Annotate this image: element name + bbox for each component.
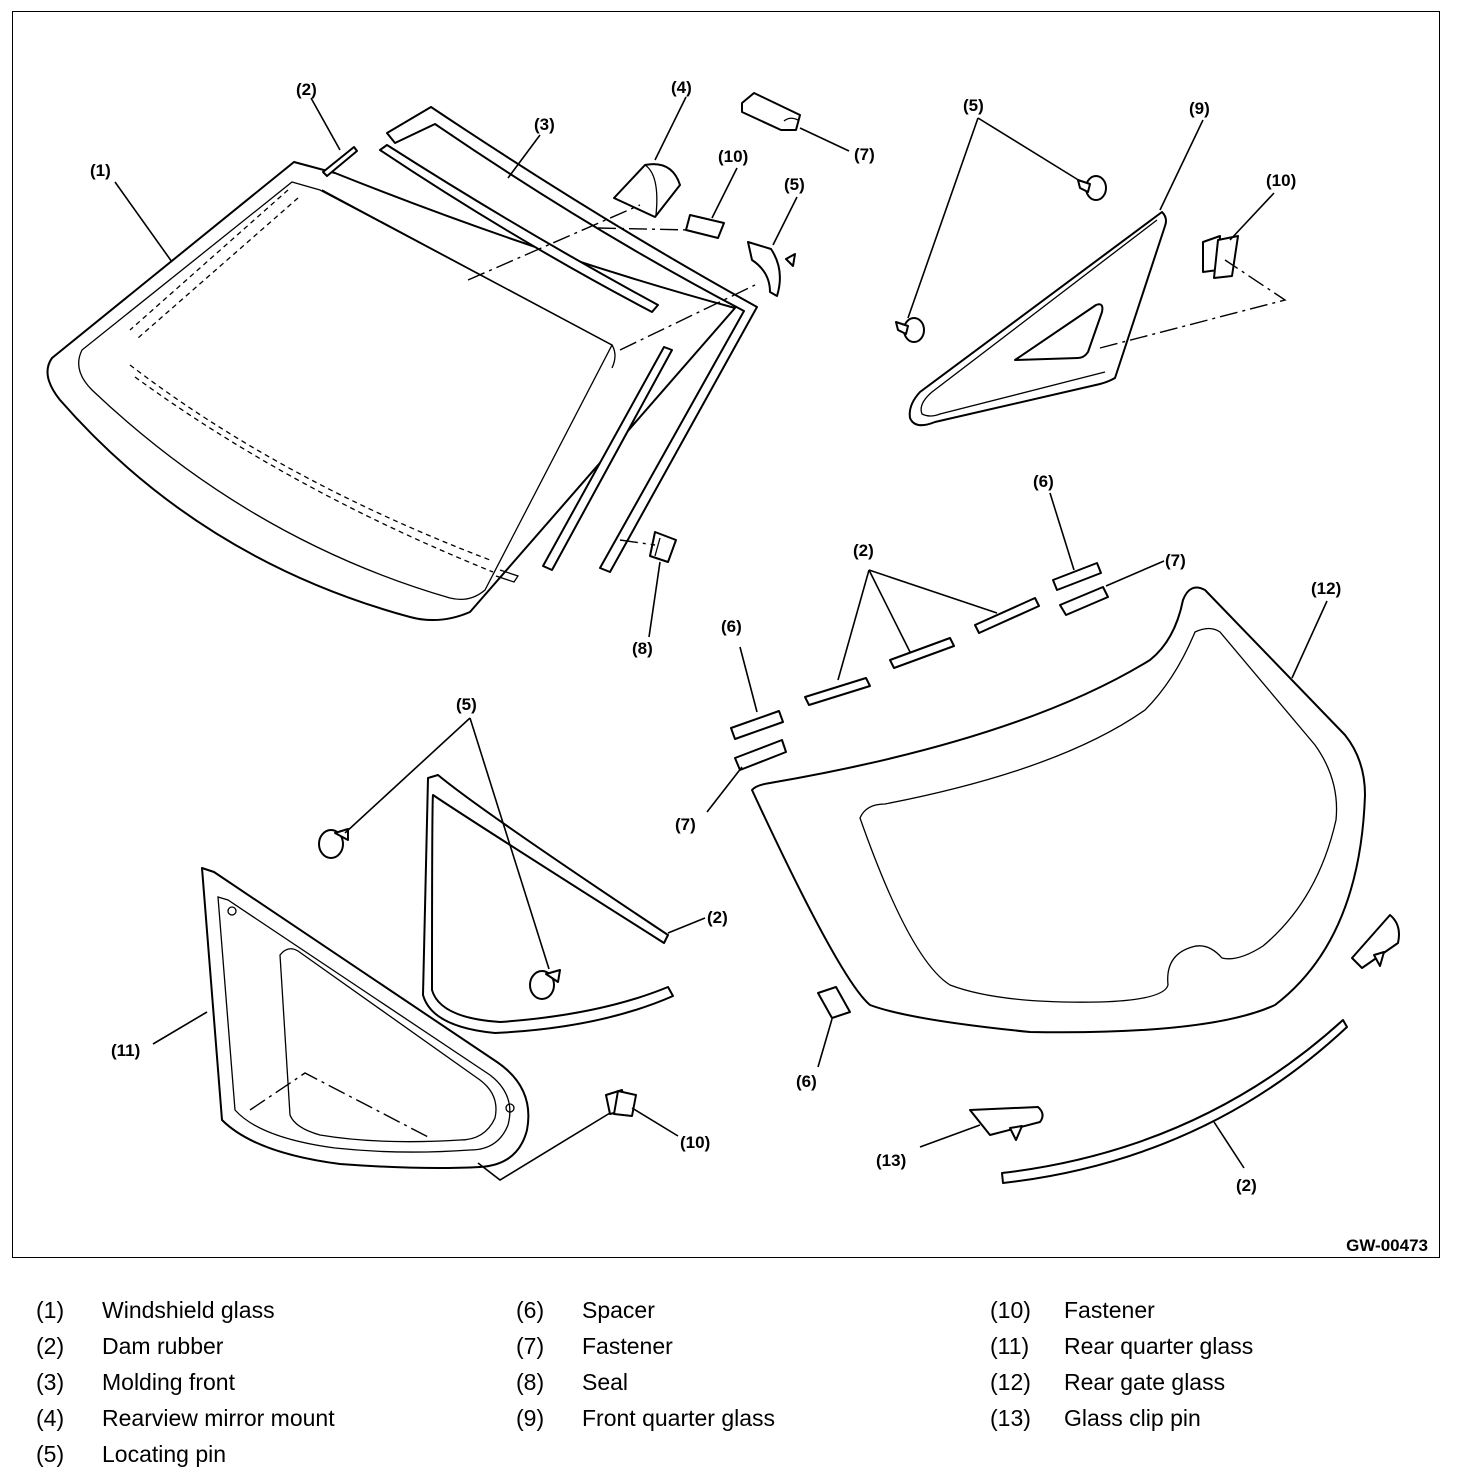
callout-label: (10)	[1266, 171, 1296, 190]
callout-label: (2)	[707, 908, 728, 927]
dam-rubber-rear-quarter	[422, 774, 674, 1034]
callout-label: (12)	[1311, 579, 1341, 598]
legend-number: (1)	[36, 1297, 65, 1323]
dam-rubber-rear-gate	[1001, 1019, 1348, 1184]
chain-line	[467, 204, 641, 281]
dam-rubber-piece-1	[974, 597, 1040, 634]
legend-number: (13)	[990, 1405, 1031, 1431]
callout-label: (7)	[854, 145, 875, 164]
legend-label: Molding front	[102, 1369, 235, 1395]
chain-line	[597, 227, 691, 231]
legend-number: (9)	[516, 1405, 545, 1431]
callout-label: (4)	[671, 78, 692, 97]
legend-number: (11)	[990, 1333, 1030, 1359]
callout-label: (10)	[680, 1133, 710, 1152]
callout-label: (5)	[456, 695, 477, 714]
legend-number: (5)	[36, 1441, 65, 1467]
legend-label: Rear quarter glass	[1064, 1333, 1254, 1359]
callout-label: (5)	[784, 175, 805, 194]
chain-line	[249, 1072, 431, 1139]
leader-line	[477, 1112, 611, 1181]
spacer-6-top	[1052, 562, 1102, 591]
callout-label: (2)	[1236, 1176, 1257, 1195]
fastener-10-rear-quarter	[605, 1089, 637, 1117]
locating-pin-11-lower	[529, 969, 561, 1000]
legend-number: (10)	[990, 1297, 1031, 1323]
legend-label: Spacer	[582, 1297, 655, 1323]
callout-label: (2)	[296, 80, 317, 99]
spacer-6-bottom	[817, 986, 851, 1019]
locating-pin-windshield	[747, 241, 796, 297]
figure-id: GW-00473	[1346, 1236, 1428, 1255]
legend-label: Locating pin	[102, 1441, 227, 1467]
glass-clip-pin-13	[969, 1106, 1044, 1141]
callout-label: (11)	[111, 1041, 140, 1060]
chain-line	[619, 284, 756, 351]
seal-8	[649, 531, 677, 563]
legend-number: (3)	[36, 1369, 65, 1395]
callout-label: (5)	[963, 96, 984, 115]
fastener-7-top-right	[1059, 586, 1109, 616]
chain-line	[619, 539, 656, 546]
molding-front	[379, 106, 758, 573]
callout-label: (2)	[853, 541, 874, 560]
front-quarter-glass	[908, 211, 1167, 427]
dam-rubber-piece-2	[889, 637, 955, 669]
locating-pin-9-upper	[1077, 175, 1107, 201]
callout-labels: (1) (2) (3) (4) (7) (10) (5) (8) (5) (9)…	[90, 78, 1341, 1195]
callout-label: (6)	[796, 1072, 817, 1091]
fastener-10-windshield	[685, 214, 725, 239]
locating-pin-11-upper	[318, 828, 349, 859]
spacer-6-left	[730, 710, 784, 740]
dam-rubber-piece-3	[804, 677, 871, 706]
legend-label: Fastener	[582, 1333, 673, 1359]
glass-clip-pin-right	[1351, 914, 1400, 969]
fastener-7-top	[741, 92, 801, 131]
callout-label: (1)	[90, 161, 111, 180]
legend-number: (8)	[516, 1369, 545, 1395]
legend-label: Dam rubber	[102, 1333, 224, 1359]
leader-lines	[114, 96, 1328, 1169]
rear-gate-glass	[751, 586, 1366, 1034]
callout-label: (6)	[721, 617, 742, 636]
chain-line	[1099, 259, 1287, 349]
callout-label: (9)	[1189, 99, 1210, 118]
legend-label: Front quarter glass	[582, 1405, 776, 1431]
legend-label: Windshield glass	[102, 1297, 275, 1323]
callout-label: (3)	[534, 115, 555, 134]
legend-number: (2)	[36, 1333, 65, 1359]
legend-number: (4)	[36, 1405, 65, 1431]
rear-quarter-glass	[201, 867, 530, 1169]
legend-number: (7)	[516, 1333, 545, 1359]
parts-legend: (1) Windshield glass (2) Dam rubber (3) …	[0, 1290, 1472, 1470]
callout-label: (13)	[876, 1151, 906, 1170]
legend-label: Rearview mirror mount	[102, 1405, 335, 1431]
legend-label: Fastener	[1064, 1297, 1155, 1323]
windshield-glass	[46, 161, 736, 622]
callout-label: (6)	[1033, 472, 1054, 491]
callout-label: (10)	[718, 147, 748, 166]
legend-number: (6)	[516, 1297, 545, 1323]
legend-number: (12)	[990, 1369, 1031, 1395]
dam-rubber-windshield	[322, 146, 358, 177]
locating-pin-9-lower	[895, 317, 925, 343]
fastener-10-front-quarter	[1202, 235, 1239, 279]
legend-label: Seal	[582, 1369, 629, 1395]
callout-label: (7)	[1165, 551, 1186, 570]
fastener-7-left	[734, 739, 787, 771]
legend-label: Glass clip pin	[1064, 1405, 1201, 1431]
legend-label: Rear gate glass	[1064, 1369, 1226, 1395]
callout-label: (7)	[675, 815, 696, 834]
callout-label: (8)	[632, 639, 653, 658]
rearview-mirror-mount	[613, 163, 681, 218]
